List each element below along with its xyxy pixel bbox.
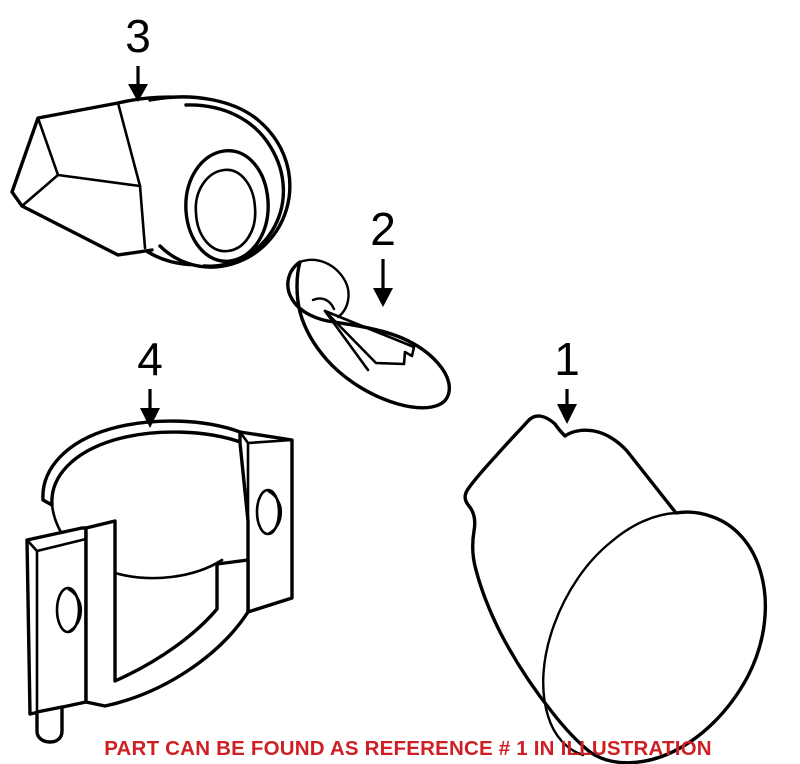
bolt-hole-left-crescent [67, 588, 83, 633]
socket-body-edge-bottom [138, 184, 147, 250]
bulb-filament [323, 309, 416, 366]
bulb-filament-lead [323, 309, 370, 372]
callout-group: 3 2 4 1 [125, 10, 580, 428]
bracket-rim-band [41, 419, 245, 507]
bracket-body-step-top [215, 558, 250, 566]
callout-4-arrowhead [140, 408, 160, 428]
callout-3: 3 [125, 10, 151, 102]
callout-2-label: 2 [370, 203, 396, 255]
housing-end-cap-ellipse [542, 511, 678, 757]
bulb-base-collar [298, 258, 350, 319]
bracket-bolt-hole-left [55, 586, 83, 634]
bulb-glass-envelope [286, 260, 451, 410]
socket-tube-opening-inner [194, 168, 257, 253]
socket-body-edge-top [56, 173, 142, 188]
bolt-hole-right-crescent [267, 490, 283, 535]
part-4-mounting-bracket [25, 419, 294, 744]
callout-1: 1 [554, 333, 580, 424]
housing-outline [463, 414, 768, 764]
socket-body-edge-vertical [116, 101, 142, 188]
callout-3-arrowhead [128, 84, 148, 102]
callout-2-arrowhead [373, 288, 393, 307]
callout-1-arrowhead [557, 404, 577, 424]
part-1-lamp-housing [463, 414, 768, 764]
callout-1-label: 1 [554, 333, 580, 385]
callout-3-label: 3 [125, 10, 151, 62]
bracket-body-plate [84, 519, 250, 708]
bracket-bottom-tab [35, 705, 64, 744]
part-2-bulb [286, 258, 451, 410]
callout-2: 2 [370, 203, 396, 307]
bulb-base-seam [311, 297, 336, 311]
callout-4-label: 4 [137, 333, 163, 385]
callout-4: 4 [137, 333, 163, 428]
reference-footnote: PART CAN BE FOUND AS REFERENCE # 1 IN IL… [104, 737, 712, 760]
bracket-bolt-hole-right [255, 488, 283, 536]
part-3-socket-connector [10, 95, 292, 269]
